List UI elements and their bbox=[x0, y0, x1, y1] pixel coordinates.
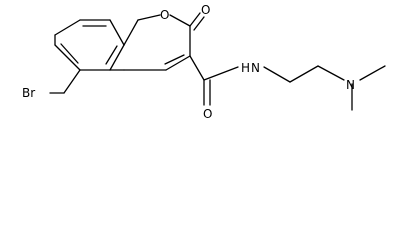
bond bbox=[193, 16, 205, 31]
bond bbox=[60, 43, 79, 64]
bond bbox=[317, 65, 345, 81]
bond bbox=[189, 55, 205, 81]
structure-diagram: Br O O O H N N bbox=[22, 3, 386, 121]
atom-label-amide-oxygen: O bbox=[203, 107, 212, 121]
bond bbox=[123, 19, 139, 46]
bonds bbox=[49, 12, 386, 111]
atom-label-amide-hydrogen: H bbox=[241, 61, 250, 75]
bond bbox=[165, 55, 191, 71]
atom-labels: Br O O O H N N bbox=[22, 3, 355, 121]
bond bbox=[137, 14, 161, 21]
bond bbox=[169, 14, 191, 27]
bond bbox=[54, 44, 81, 71]
atom-label-lactone-oxygen: O bbox=[201, 3, 210, 17]
bond bbox=[189, 12, 201, 27]
bond bbox=[63, 69, 81, 94]
atom-label-amine-nitrogen: N bbox=[346, 78, 355, 92]
bond bbox=[109, 19, 125, 46]
bond bbox=[359, 65, 386, 81]
atom-label-amide-nitrogen: N bbox=[251, 61, 260, 75]
bond bbox=[54, 19, 81, 36]
atom-label-ring-oxygen: O bbox=[160, 8, 169, 22]
bond bbox=[263, 66, 291, 83]
bond bbox=[203, 66, 239, 81]
bond bbox=[109, 44, 125, 71]
atom-label-bromine: Br bbox=[22, 86, 35, 100]
bond bbox=[164, 54, 185, 65]
bond bbox=[289, 65, 319, 83]
bond bbox=[105, 45, 118, 65]
